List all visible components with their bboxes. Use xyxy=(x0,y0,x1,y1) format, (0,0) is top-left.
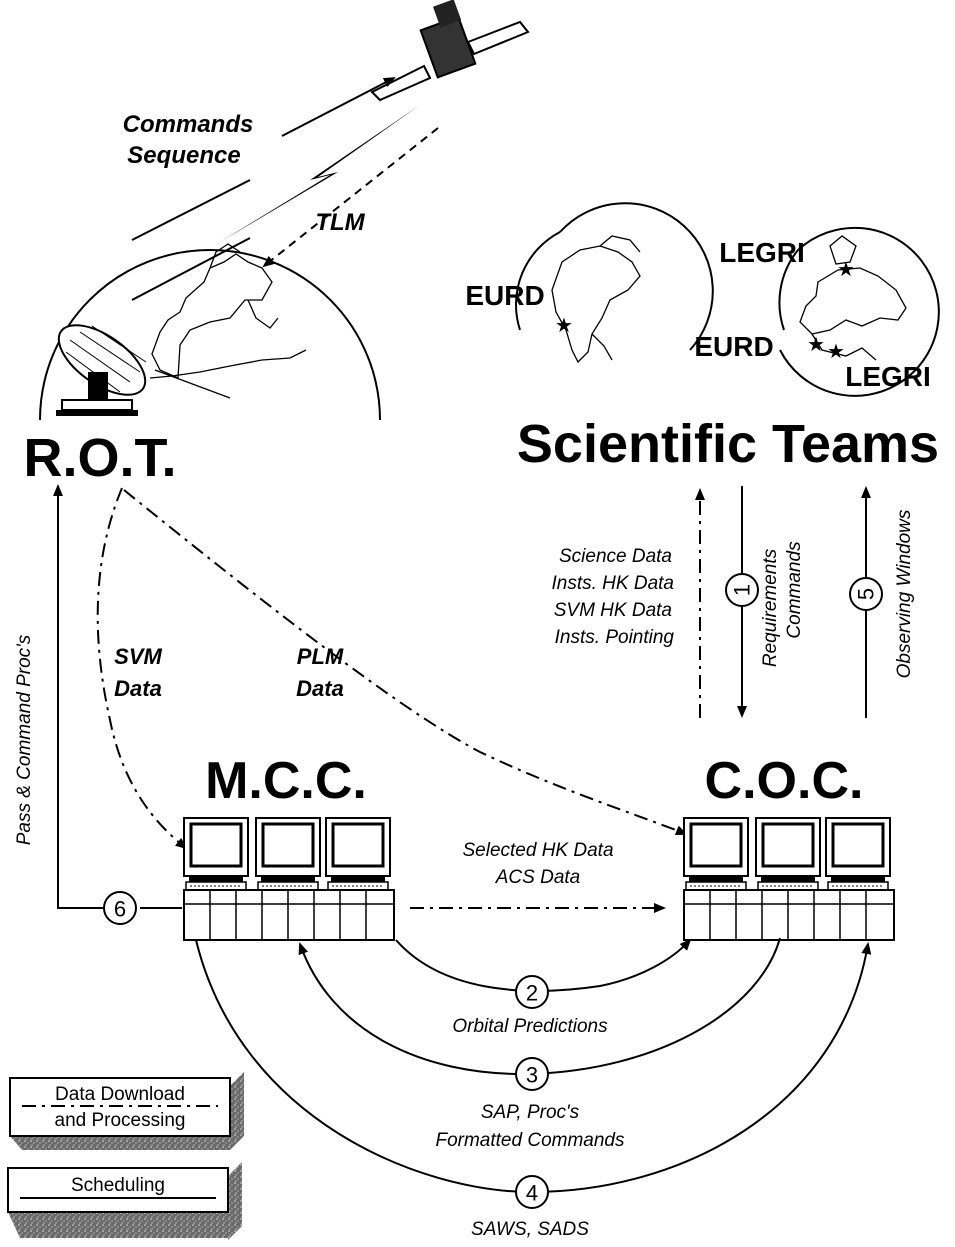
mcc-title: M.C.C. xyxy=(205,752,367,810)
globe-icon-americas xyxy=(515,202,714,364)
computer-workstation-icon xyxy=(254,816,322,892)
computer-workstation-icon xyxy=(182,816,250,892)
legri-top-label: LEGRI xyxy=(719,237,805,268)
tlm-label: TLM xyxy=(315,209,365,236)
saws-sads-label: SAWS, SADS xyxy=(471,1219,589,1240)
tlm-arrow xyxy=(262,127,439,268)
legend-data-download-label: Data Download xyxy=(55,1084,185,1105)
step-6-number: 6 xyxy=(114,897,126,922)
step-2-number: 2 xyxy=(526,981,538,1006)
signal-bolt-icon xyxy=(220,105,420,242)
insts-hk-label: Insts. HK Data xyxy=(552,573,675,594)
signal-line xyxy=(131,237,251,301)
insts-pointing-label: Insts. Pointing xyxy=(555,627,675,648)
observing-windows-label: Observing Windows xyxy=(894,509,915,678)
orbital-predictions-label: Orbital Predictions xyxy=(452,1016,608,1037)
computer-workstation-icon xyxy=(754,816,822,892)
step-1-number: 1 xyxy=(730,584,755,596)
commands-vertical-label: Commands xyxy=(784,541,805,639)
coc-title: C.O.C. xyxy=(705,752,864,810)
globe-icon-europe xyxy=(778,226,940,397)
mcc-workstations xyxy=(182,816,395,941)
legend-data-download: Data Download and Processing xyxy=(9,1072,244,1150)
coc-workstations xyxy=(682,816,895,941)
star-icon: ★ xyxy=(827,341,845,363)
orbital-predictions-arc xyxy=(395,938,692,992)
step-2-circle xyxy=(515,975,549,1009)
svm-hk-label: SVM HK Data xyxy=(554,600,672,621)
plm-data-arrow xyxy=(123,489,688,835)
rot-title: R.O.T. xyxy=(23,428,176,488)
star-icon: ★ xyxy=(555,315,573,337)
legri-bottom-label: LEGRI xyxy=(845,361,931,392)
sequence-label: Sequence xyxy=(127,142,240,169)
pass-command-label: Pass & Command Proc's xyxy=(14,634,35,845)
uplink-arrow xyxy=(281,77,396,137)
svm-label: SVM xyxy=(114,644,162,669)
step-6-circle xyxy=(103,891,137,925)
plm-label: PLM xyxy=(297,644,344,669)
uplink-line xyxy=(131,179,251,241)
step-4-circle xyxy=(515,1175,549,1209)
selected-hk-label: Selected HK Data xyxy=(462,840,613,861)
science-data-label: Science Data xyxy=(559,546,672,567)
eurd-left-label: EURD xyxy=(465,280,544,311)
requirements-label: Requirements xyxy=(760,548,781,667)
svm-data-arrow xyxy=(96,487,188,850)
legend-processing-label: and Processing xyxy=(55,1110,186,1131)
star-icon: ★ xyxy=(807,334,825,356)
sap-procs-label: SAP, Proc's xyxy=(481,1102,580,1123)
computer-workstation-icon xyxy=(682,816,750,892)
scientific-teams-title: Scientific Teams xyxy=(517,414,939,474)
legend-scheduling: Scheduling xyxy=(7,1162,242,1240)
step-1-circle xyxy=(725,573,759,607)
antenna-dish-icon xyxy=(56,324,147,416)
svm-data-label: Data xyxy=(114,676,162,701)
step-3-number: 3 xyxy=(526,1063,538,1088)
step-4-number: 4 xyxy=(526,1181,538,1206)
plm-data-label: Data xyxy=(296,676,344,701)
step-5-number: 5 xyxy=(854,588,879,600)
computer-workstation-icon xyxy=(324,816,392,892)
eurd-right-label: EURD xyxy=(694,331,773,362)
satellite-icon xyxy=(370,0,530,102)
computer-workstation-icon xyxy=(824,816,892,892)
star-icon: ★ xyxy=(837,259,855,281)
formatted-commands-label: Formatted Commands xyxy=(435,1130,625,1151)
step-3-circle xyxy=(515,1057,549,1091)
commands-label: Commands xyxy=(123,111,254,138)
legend-scheduling-label: Scheduling xyxy=(71,1175,165,1196)
pass-command-arrow xyxy=(58,486,182,909)
acs-data-label: ACS Data xyxy=(495,867,580,888)
step-5-circle xyxy=(849,577,883,611)
